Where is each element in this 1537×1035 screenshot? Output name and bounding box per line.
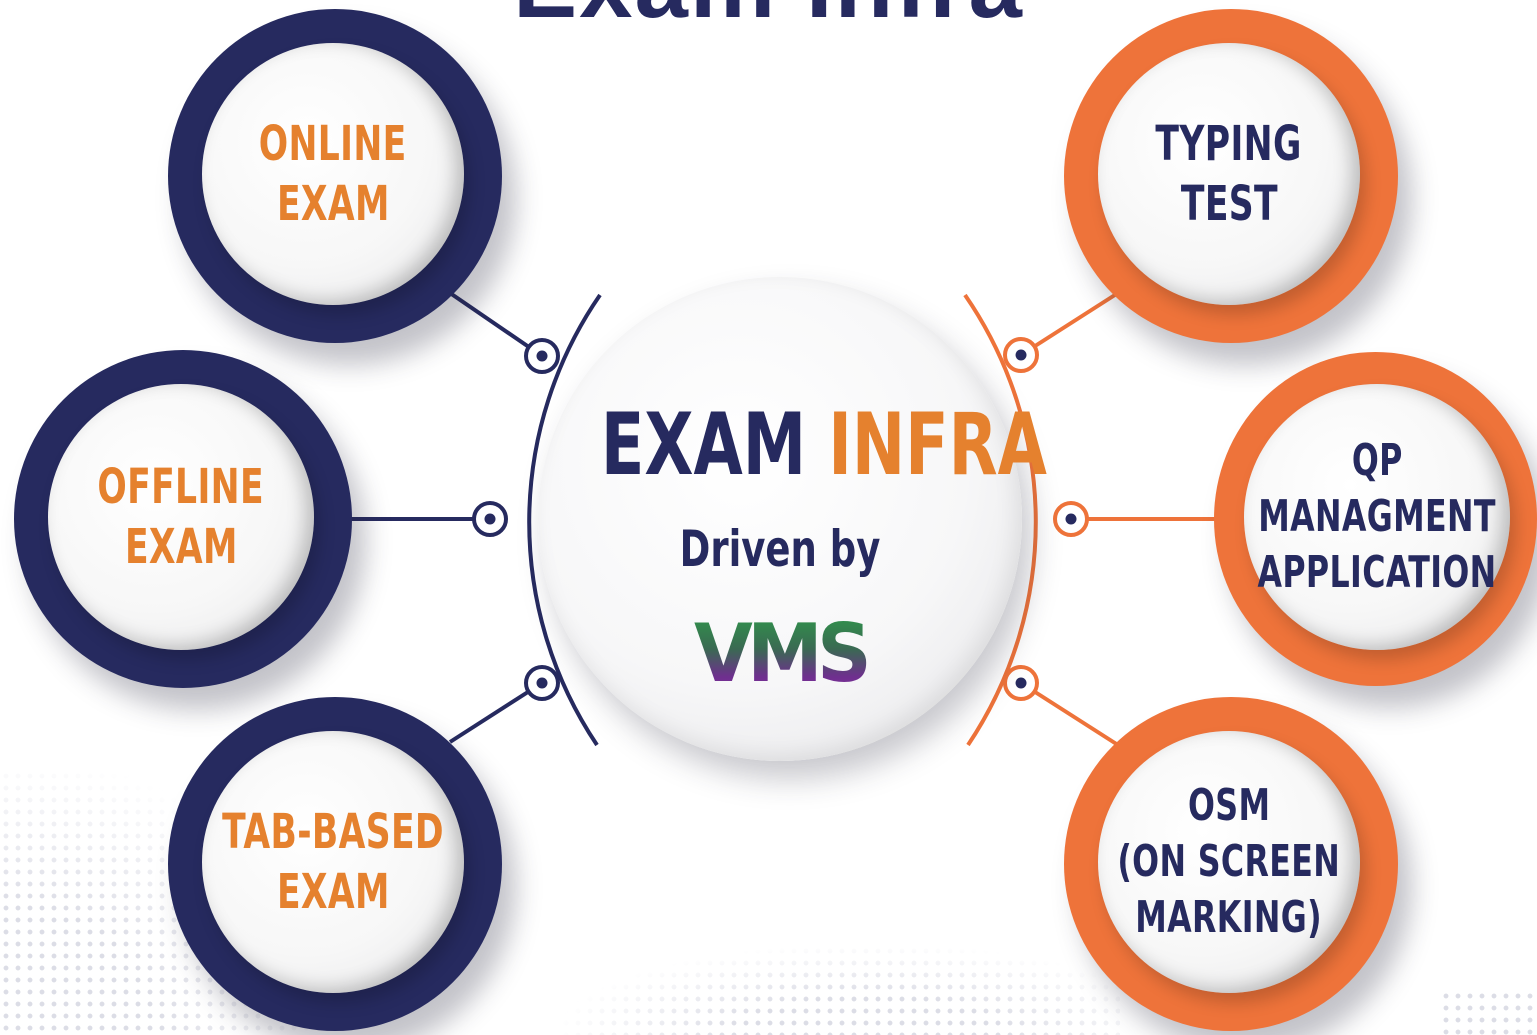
node-osm-on-screen-marking: OSM (ON SCREEN MARKING)	[1064, 697, 1398, 1031]
connector-dot	[472, 501, 508, 537]
node-label: ONLINE	[259, 115, 407, 172]
node-label: TAB-BASED	[222, 803, 444, 860]
center-subtitle: Driven by	[679, 520, 881, 578]
connector-dot	[1003, 337, 1039, 373]
left-arc	[527, 293, 602, 747]
center-title-part1: EXAM	[600, 395, 807, 495]
node-typing-test: TYPING TEST	[1064, 9, 1398, 343]
node-label: TEST	[1180, 176, 1278, 232]
node-label: (ON SCREEN	[1117, 835, 1341, 887]
connector-dot	[524, 665, 560, 701]
right-arc	[963, 293, 1038, 747]
node-label: EXAM	[276, 176, 390, 232]
connector-dot	[1003, 665, 1039, 701]
node-offline-exam: OFFLINE EXAM	[14, 350, 352, 688]
connector-online-exam	[448, 291, 544, 358]
node-label: EXAM	[124, 519, 238, 575]
node-label: OSM	[1187, 779, 1271, 831]
connector-osm	[1019, 681, 1120, 747]
connector-tab-based-exam	[448, 681, 544, 744]
center-hub: EXAM INFRA Driven by VMS	[538, 277, 1047, 761]
node-label: MANAGMENT	[1258, 490, 1496, 542]
vms-logo: VMS	[550, 607, 1010, 700]
center-title-part2: INFRA	[828, 395, 1047, 495]
node-label: QP	[1351, 434, 1403, 486]
cropped-heading: Exam Infra	[0, 0, 1537, 40]
connector-typing-test	[1019, 291, 1120, 357]
center-title: EXAM INFRA	[600, 395, 1047, 495]
node-qp-managment-application: QP MANAGMENT APPLICATION	[1214, 352, 1537, 686]
node-label: OFFLINE	[97, 458, 265, 515]
connector-dot	[1053, 501, 1089, 537]
node-label: TYPING	[1155, 115, 1303, 172]
node-label: MARKING)	[1135, 892, 1323, 944]
connector-dot	[524, 338, 560, 374]
node-tab-based-exam: TAB-BASED EXAM	[168, 697, 502, 1031]
vms-logo-text: VMS	[693, 607, 872, 700]
node-label: APPLICATION	[1257, 547, 1497, 599]
node-label: EXAM	[276, 864, 390, 920]
node-online-exam: ONLINE EXAM	[168, 9, 502, 343]
